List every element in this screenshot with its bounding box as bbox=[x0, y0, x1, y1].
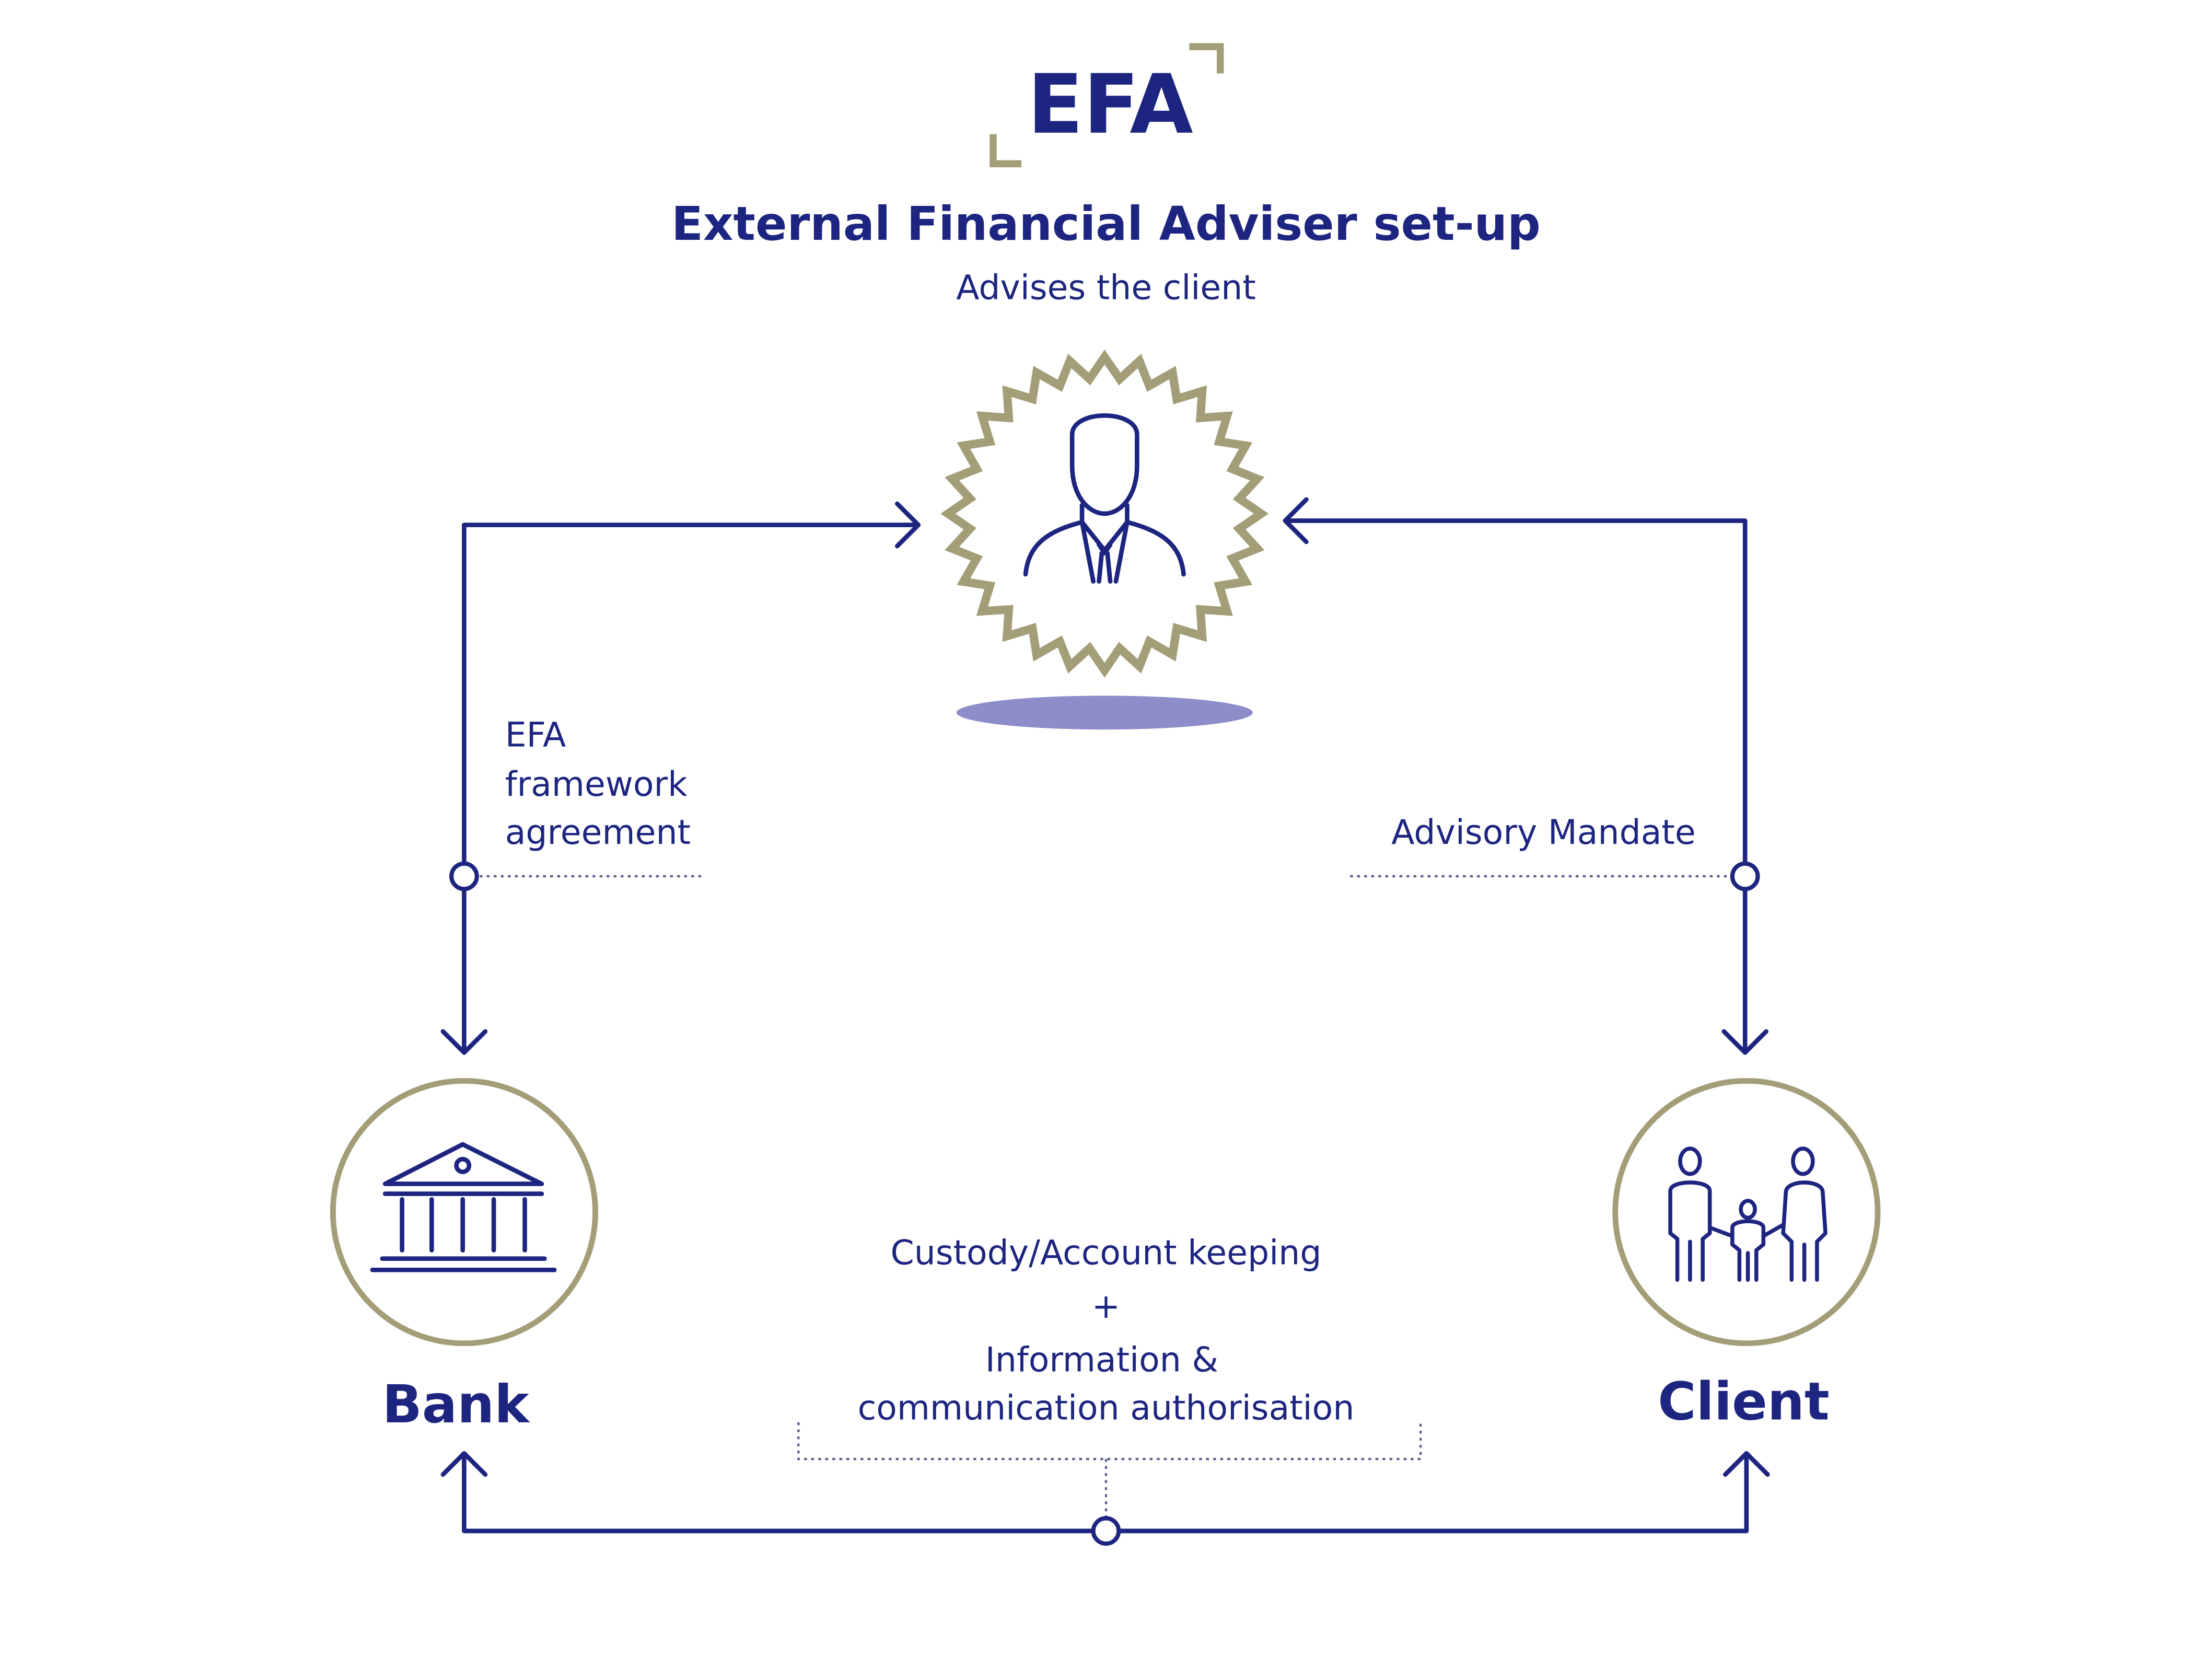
mandate-label: Advisory Mandate bbox=[1391, 813, 1695, 852]
logo-bracket-bottom-left bbox=[989, 134, 1021, 168]
page-subtitle: Advises the client bbox=[956, 269, 1256, 308]
custody-label-plus: + bbox=[1092, 1287, 1120, 1326]
framework-label-line2: framework bbox=[505, 765, 688, 804]
adviser-person-icon bbox=[1023, 413, 1186, 584]
arrowhead-up-bank bbox=[440, 1451, 488, 1477]
dotted-leaders bbox=[480, 875, 1730, 1518]
framework-label-line1: EFA bbox=[505, 716, 566, 755]
arrowhead-to-bank bbox=[440, 1029, 488, 1055]
custody-label: Custody/Account keeping + Information & … bbox=[858, 1234, 1355, 1428]
family-icon bbox=[1668, 1146, 1827, 1282]
bank-building-icon bbox=[370, 1142, 557, 1272]
logo-bracket-top-right bbox=[1189, 43, 1224, 74]
custody-node bbox=[1091, 1516, 1121, 1546]
client-node: Client bbox=[1612, 1078, 1881, 1432]
arrowhead-to-client bbox=[1721, 1029, 1769, 1055]
client-adviser-line bbox=[1284, 518, 1748, 1052]
bank-label: Bank bbox=[382, 1374, 531, 1435]
custody-label-line3: communication authorisation bbox=[858, 1389, 1355, 1428]
bank-node: Bank bbox=[330, 1078, 598, 1435]
page-title: External Financial Adviser set-up bbox=[671, 197, 1541, 251]
custody-label-line2: Information & bbox=[985, 1341, 1218, 1380]
adviser-shadow bbox=[956, 695, 1253, 730]
connection-points bbox=[449, 861, 1760, 1546]
framework-label-line3: agreement bbox=[505, 813, 691, 852]
client-label: Client bbox=[1658, 1371, 1829, 1432]
efa-logo: EFA bbox=[989, 43, 1224, 168]
custody-bracket bbox=[797, 1422, 1422, 1460]
framework-label: EFA framework agreement bbox=[505, 716, 691, 852]
arrowhead-to-adviser-left bbox=[895, 501, 921, 549]
arrowhead-to-adviser-right bbox=[1283, 497, 1309, 544]
client-circle bbox=[1612, 1078, 1881, 1347]
adviser-node bbox=[940, 349, 1269, 730]
mandate-node bbox=[1730, 861, 1760, 891]
arrowhead-up-client bbox=[1723, 1451, 1770, 1477]
framework-node bbox=[449, 861, 479, 891]
logo-text: EFA bbox=[1027, 57, 1193, 152]
custody-label-line1: Custody/Account keeping bbox=[891, 1234, 1322, 1273]
